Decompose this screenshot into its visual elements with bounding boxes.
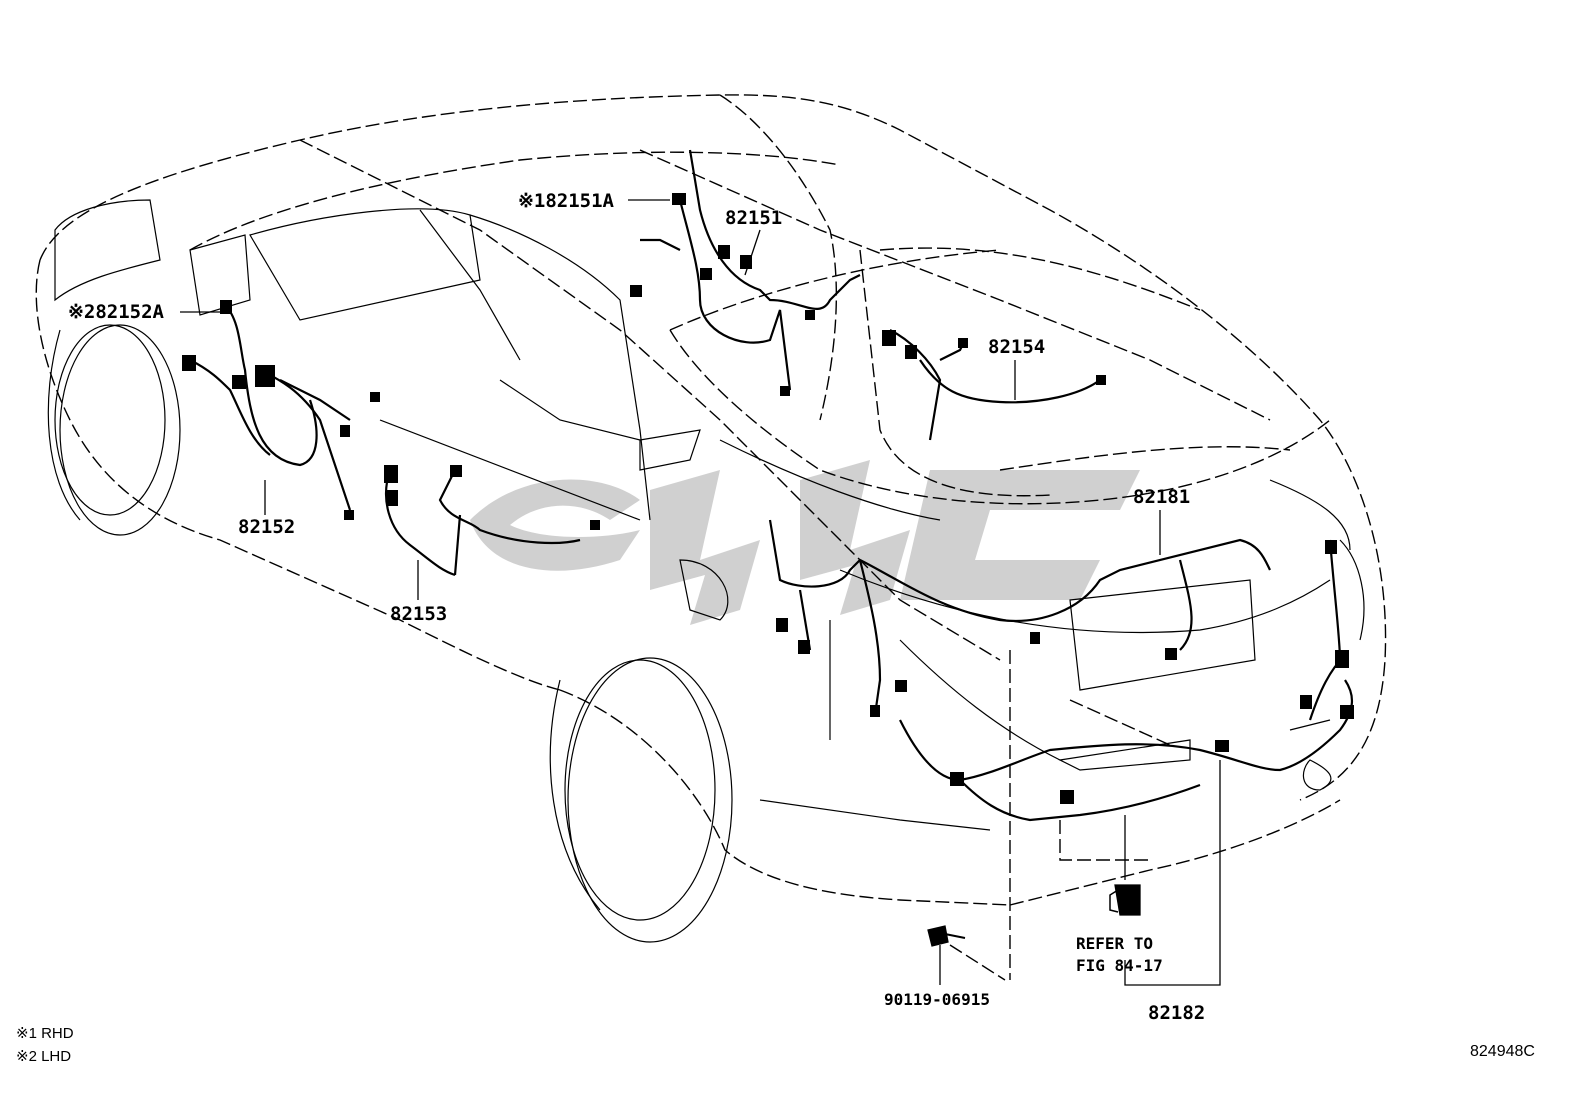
car-body-outline bbox=[35, 94, 1387, 981]
harness-82181 bbox=[768, 519, 1342, 716]
label-82151A: ※182151A bbox=[518, 190, 614, 212]
connectors-82153 bbox=[384, 465, 600, 530]
connectors-82182 bbox=[950, 650, 1354, 804]
label-82151: 82151 bbox=[725, 207, 783, 229]
car-body-solid bbox=[54, 199, 1365, 831]
refer-line-1: REFER TO bbox=[1076, 934, 1154, 953]
harness-82151 bbox=[640, 149, 861, 391]
label-82153: 82153 bbox=[390, 603, 448, 625]
connectors-82152 bbox=[182, 300, 380, 520]
grommet-part bbox=[1109, 884, 1141, 916]
harness-82152 bbox=[189, 304, 352, 511]
label-82152: 82152 bbox=[238, 516, 296, 538]
footnote-lhd: ※2 LHD bbox=[16, 1048, 72, 1065]
label-bolt: 90119-06915 bbox=[884, 990, 990, 1009]
rear-wheel bbox=[549, 657, 733, 943]
connectors-82181 bbox=[776, 540, 1337, 717]
label-82154: 82154 bbox=[988, 336, 1046, 358]
label-82152A: ※282152A bbox=[68, 301, 164, 323]
figure-code: 824948C bbox=[1470, 1043, 1535, 1060]
label-82181: 82181 bbox=[1133, 486, 1191, 508]
label-82182: 82182 bbox=[1148, 1002, 1206, 1024]
watermark-graphic bbox=[470, 460, 1140, 625]
leader-lines bbox=[180, 199, 1221, 986]
connectors-82151 bbox=[630, 193, 815, 396]
connectors-82154 bbox=[882, 330, 1106, 385]
bolt-part bbox=[927, 925, 966, 947]
refer-line-2: FIG 84-17 bbox=[1076, 956, 1163, 975]
front-wheel bbox=[47, 324, 181, 536]
harness-82182 bbox=[899, 654, 1353, 822]
footnote-rhd: ※1 RHD bbox=[16, 1025, 74, 1042]
